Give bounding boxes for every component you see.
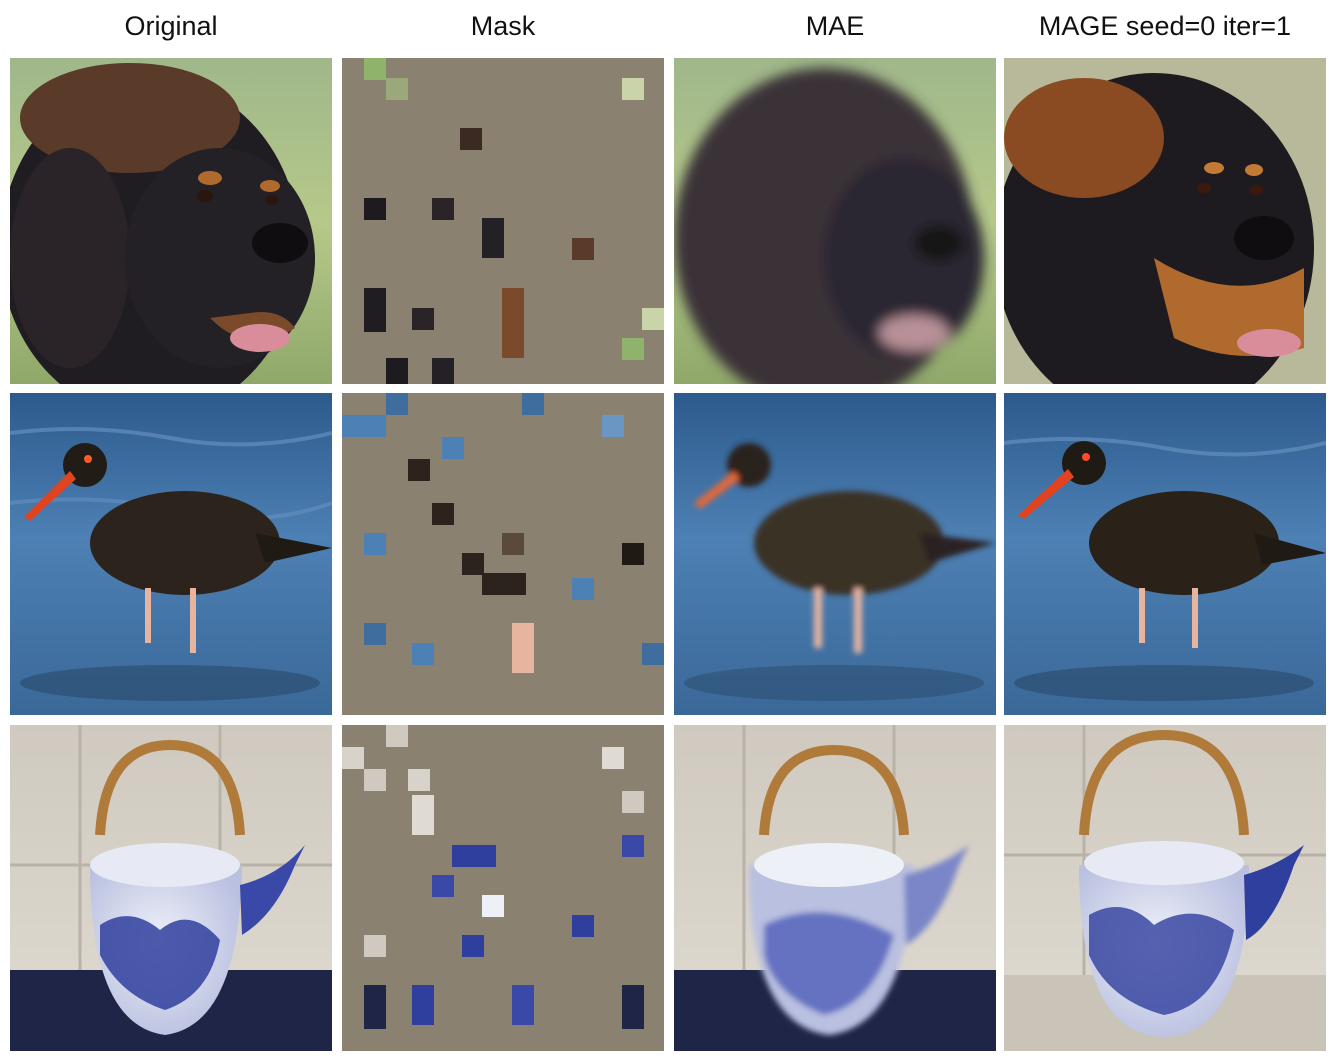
column-header-mask: Mask xyxy=(470,11,536,41)
mask-grid-dog xyxy=(342,58,664,384)
image-mae-dog xyxy=(674,58,996,384)
image-mae-teapot xyxy=(674,725,996,1051)
column-header-original: Original xyxy=(124,11,218,41)
column-header-mage: MAGE seed=0 iter=1 xyxy=(1038,11,1292,41)
column-header-mae: MAE xyxy=(805,11,865,41)
image-mage-dog xyxy=(1004,58,1326,384)
image-mask-bird xyxy=(342,393,664,715)
image-mage-bird xyxy=(1004,393,1326,715)
image-mage-teapot xyxy=(1004,725,1326,1051)
image-original-dog xyxy=(10,58,332,384)
mask-grid-bird xyxy=(342,393,664,715)
mask-grid-teapot xyxy=(342,725,664,1051)
image-mae-bird xyxy=(674,393,996,715)
image-mask-dog xyxy=(342,58,664,384)
image-mask-teapot xyxy=(342,725,664,1051)
image-original-teapot xyxy=(10,725,332,1051)
image-original-bird xyxy=(10,393,332,715)
